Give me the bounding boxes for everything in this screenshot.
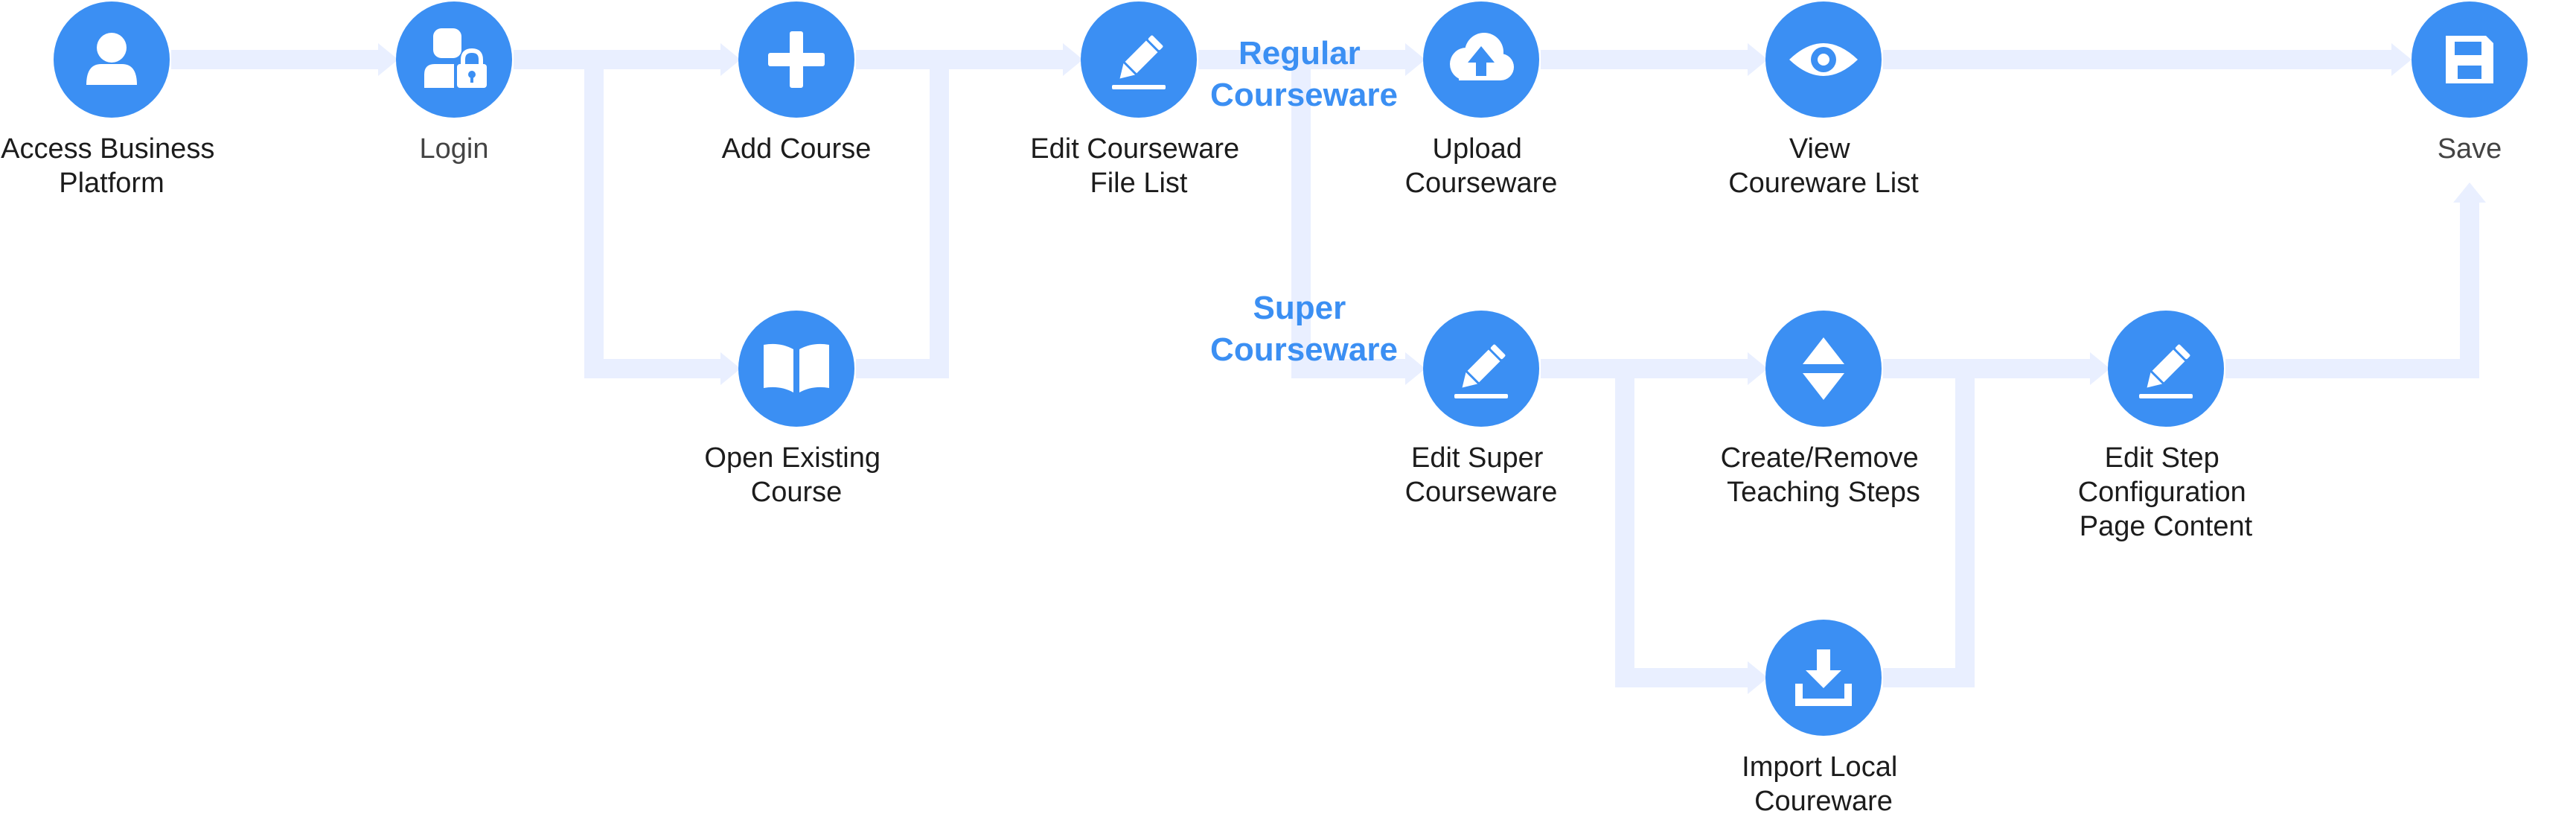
node-label: View Coureware List [1728,133,1919,199]
arrowhead [2090,352,2110,385]
open-book-icon [764,343,829,392]
node-circle [1765,311,1882,427]
connector-login-open-existing [584,60,722,378]
user-lock-icon [424,28,487,88]
node-label: Edit Super Courseware [1405,442,1558,508]
arrowhead [2391,43,2412,76]
node-access-business-platform: Access Business Platform [1,1,223,199]
up-down-icon [1803,337,1844,400]
arrowhead [1405,352,1425,385]
save-icon [2446,36,2493,83]
arrowhead [378,43,398,76]
node-label: Open Existing Course [704,442,888,508]
connector-edit-super-import-local [1615,369,1749,687]
cloud-upload-icon [1450,33,1514,80]
node-label: Create/Remove Teaching Steps [1721,442,1927,508]
connector-edit-file-list-edit-super [1291,60,1407,378]
plus-icon [768,31,825,88]
connector-edit-step-config-save [2225,201,2479,378]
arrowhead [720,43,741,76]
node-add-course: Add Course [722,1,872,165]
branch-label-super-courseware: Super Courseware [1210,290,1398,368]
arrowhead [1405,43,1425,76]
node-label: Add Course [722,133,872,165]
arrowhead [720,352,741,385]
node-edit-step-configuration: Edit Step Configuration Page Content [2078,311,2254,542]
node-label: Upload Courseware [1405,133,1558,199]
user-icon [86,33,137,85]
node-save: Save [2412,1,2528,165]
arrowhead [1748,43,1768,76]
node-label: Access Business Platform [1,133,223,199]
eye-icon [1789,43,1858,76]
node-label: Edit Courseware File List [1030,133,1247,199]
node-label: Edit Step Configuration Page Content [2078,442,2254,542]
node-create-remove-teaching-steps: Create/Remove Teaching Steps [1721,311,1927,508]
connectors [171,43,2486,694]
node-circle [738,311,854,427]
node-login: Login [396,1,512,165]
arrowhead [1748,352,1768,385]
node-view-coureware-list: View Coureware List [1728,1,1919,199]
node-upload-courseware: Upload Courseware [1405,1,1558,199]
node-edit-courseware-file-list: Edit Courseware File List [1030,1,1247,199]
node-edit-super-courseware: Edit Super Courseware [1405,311,1558,508]
node-import-local-coureware: Import Local Coureware [1742,620,1905,814]
node-circle [396,1,512,118]
branch-label-regular-courseware: Regular Courseware [1210,35,1398,113]
connector-open-existing-merge [856,60,949,378]
node-open-existing-course: Open Existing Course [704,311,888,508]
arrowhead [1063,43,1083,76]
arrowhead [1748,661,1768,694]
arrowhead [2453,182,2486,203]
connector-import-local-merge [1883,369,1975,687]
node-label: Save [2438,133,2502,165]
node-label: Import Local Coureware [1742,751,1905,814]
node-label: Login [420,133,489,165]
download-icon [1795,649,1852,706]
